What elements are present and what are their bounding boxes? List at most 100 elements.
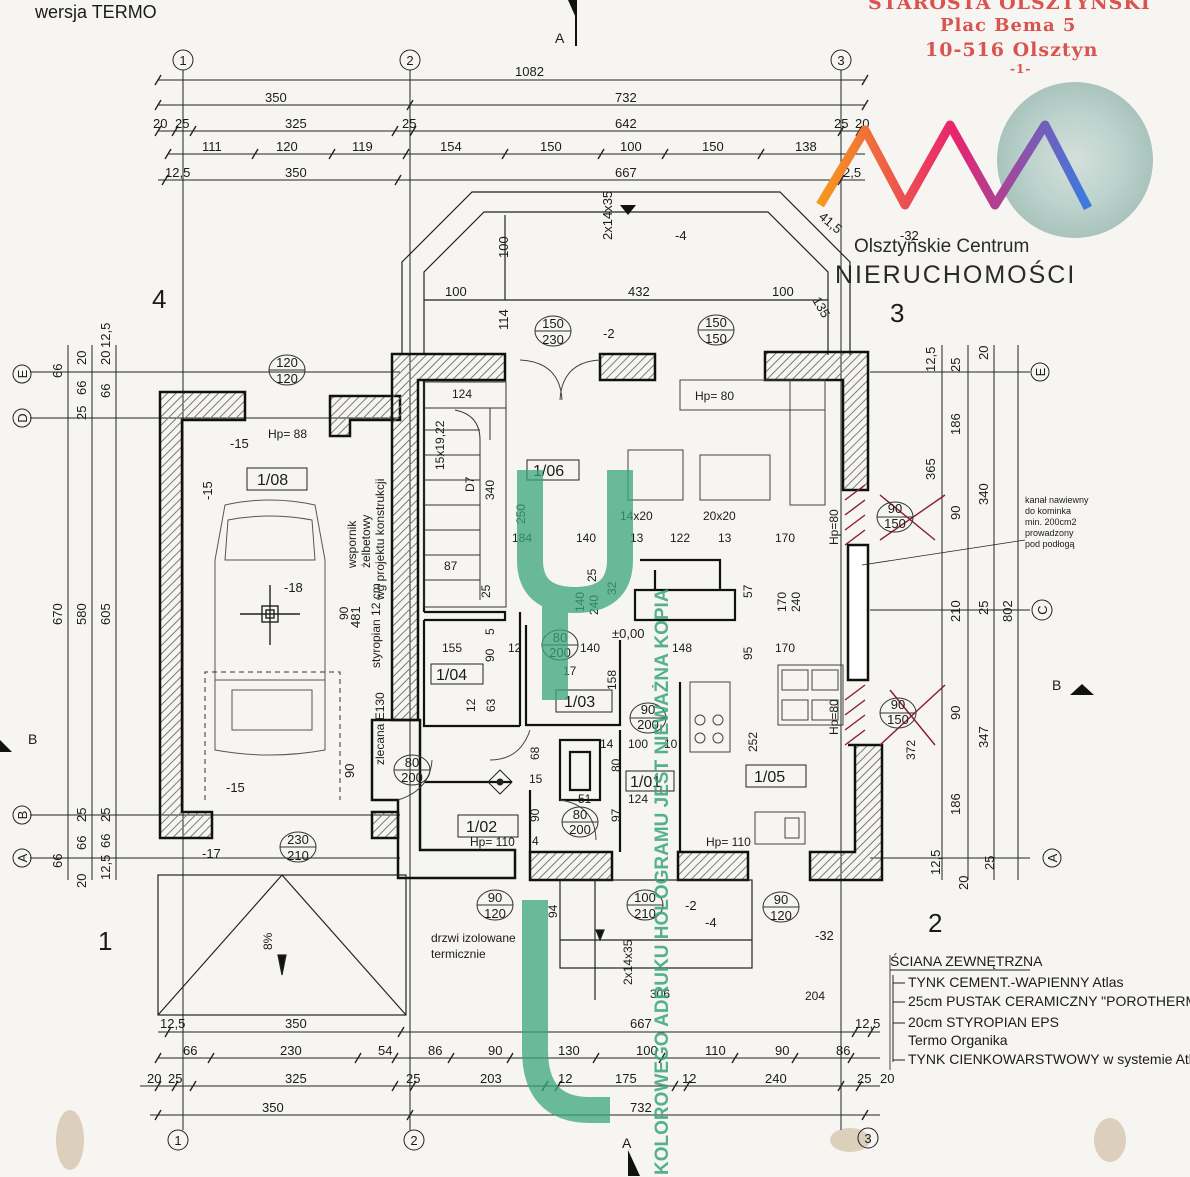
svg-text:200: 200 <box>569 822 591 837</box>
svg-text:100: 100 <box>496 236 511 258</box>
svg-text:20: 20 <box>98 351 113 365</box>
brand-logo: Olsztyńskie Centrum NIERUCHOMOŚCI <box>816 82 1153 289</box>
svg-text:12: 12 <box>508 641 522 655</box>
svg-text:pod podłogą: pod podłogą <box>1025 539 1075 549</box>
official-stamp-line4: -1- <box>1010 62 1032 76</box>
svg-text:90: 90 <box>528 808 542 822</box>
svg-text:12,5: 12,5 <box>160 1016 185 1031</box>
garage-dashed <box>204 671 341 800</box>
axis-row-B-left: B <box>12 805 32 825</box>
svg-text:90: 90 <box>888 501 902 516</box>
dimension-text-left: 670 580 605 481 90 66 20 25 66 20 66 12,… <box>50 323 363 888</box>
svg-text:-17: -17 <box>202 846 221 861</box>
svg-text:termicznie: termicznie <box>431 947 486 961</box>
svg-text:110: 110 <box>705 1043 726 1058</box>
svg-text:drzwi izolowane: drzwi izolowane <box>431 931 516 945</box>
svg-text:240: 240 <box>789 592 803 612</box>
svg-text:340: 340 <box>483 480 497 500</box>
svg-text:90: 90 <box>948 506 963 520</box>
svg-text:-4: -4 <box>675 228 687 243</box>
svg-text:2: 2 <box>410 1133 417 1148</box>
axis-bubbles: 1 2 3 1 2 3 E D B A E C A <box>12 49 1062 1151</box>
svg-text:802: 802 <box>1000 600 1015 622</box>
svg-text:170: 170 <box>775 531 795 545</box>
svg-text:Hp= 110: Hp= 110 <box>706 835 751 849</box>
svg-text:12,5: 12,5 <box>165 165 190 180</box>
svg-text:350: 350 <box>285 1016 307 1031</box>
svg-text:-15: -15 <box>200 481 215 500</box>
svg-text:57: 57 <box>741 584 755 598</box>
svg-text:94: 94 <box>546 904 560 918</box>
svg-text:580: 580 <box>74 603 89 625</box>
svg-text:155: 155 <box>442 641 462 655</box>
svg-text:68: 68 <box>528 746 542 760</box>
svg-text:25: 25 <box>74 808 89 822</box>
dimension-ticks-bottom <box>154 1026 875 1121</box>
axis-row-E-right: E <box>1030 362 1050 382</box>
axis-col-2-bottom: 2 <box>403 1129 425 1151</box>
axis-row-A-left: A <box>12 848 32 868</box>
room-1-08: 1/08 <box>246 467 308 491</box>
svg-text:8%: 8% <box>261 932 275 950</box>
svg-text:kanał nawiewny: kanał nawiewny <box>1025 495 1089 505</box>
svg-text:do kominka: do kominka <box>1025 506 1071 516</box>
svg-text:C: C <box>1035 605 1050 614</box>
svg-text:170: 170 <box>775 641 795 655</box>
svg-text:154: 154 <box>440 139 462 154</box>
svg-text:158: 158 <box>605 670 619 690</box>
brand-name-line2: NIERUCHOMOŚCI <box>835 259 1076 289</box>
axis-row-C-right: C <box>1031 599 1053 621</box>
svg-text:230: 230 <box>542 332 564 347</box>
svg-text:25: 25 <box>834 116 848 131</box>
dim-total-top: 1082 <box>515 64 544 79</box>
svg-text:2,5: 2,5 <box>843 165 861 180</box>
dimension-lines-bottom <box>140 1031 880 1116</box>
svg-text:10: 10 <box>664 737 678 751</box>
room-1-04: 1/04 <box>430 663 484 685</box>
svg-text:210: 210 <box>287 848 309 863</box>
svg-text:97: 97 <box>609 808 623 822</box>
svg-text:-15: -15 <box>230 436 249 451</box>
svg-text:252: 252 <box>746 732 760 752</box>
svg-text:14: 14 <box>600 737 614 751</box>
svg-text:TYNK CEMENT.-WAPIENNY Atlas: TYNK CEMENT.-WAPIENNY Atlas <box>908 974 1123 990</box>
svg-text:1: 1 <box>174 1133 181 1148</box>
svg-text:-2: -2 <box>685 898 697 913</box>
svg-text:20cm STYROPIAN EPS: 20cm STYROPIAN EPS <box>908 1014 1059 1030</box>
dimension-lines-right <box>870 345 1030 880</box>
version-label: wersja TERMO <box>35 2 157 22</box>
svg-text:Hp= 88: Hp= 88 <box>268 427 307 441</box>
svg-text:-32: -32 <box>815 928 834 943</box>
garage-light-fixture <box>240 585 300 645</box>
svg-text:Hp= 80: Hp= 80 <box>695 389 734 403</box>
svg-text:204: 204 <box>805 989 825 1003</box>
svg-text:13: 13 <box>718 531 732 545</box>
svg-text:20: 20 <box>74 351 89 365</box>
svg-text:wg projektu konstrukcji: wg projektu konstrukcji <box>373 479 387 601</box>
svg-text:20x20: 20x20 <box>703 509 736 523</box>
plan-annotations: Hp= 88 Hp= 80 Hp=80 Hp=80 Hp= 110 Hp= 11… <box>200 326 1089 1003</box>
svg-text:5: 5 <box>483 628 497 635</box>
room-labels: 1/06 1/08 1/04 1/03 1/02 1/01 1/05 <box>246 459 807 838</box>
svg-text:124: 124 <box>452 387 472 401</box>
door-swings <box>397 359 601 841</box>
terrace-outline <box>401 191 851 355</box>
svg-text:±0,00: ±0,00 <box>612 626 644 641</box>
svg-text:114: 114 <box>496 309 511 330</box>
svg-text:2x14x35: 2x14x35 <box>600 191 615 240</box>
official-stamp-line3: 10-516 Olsztyn <box>925 39 1099 61</box>
svg-text:15: 15 <box>529 772 543 786</box>
svg-text:66: 66 <box>98 834 113 848</box>
svg-text:12,5: 12,5 <box>855 1016 880 1031</box>
svg-text:100: 100 <box>636 1043 658 1058</box>
svg-text:25: 25 <box>402 116 416 131</box>
svg-text:670: 670 <box>50 603 65 625</box>
